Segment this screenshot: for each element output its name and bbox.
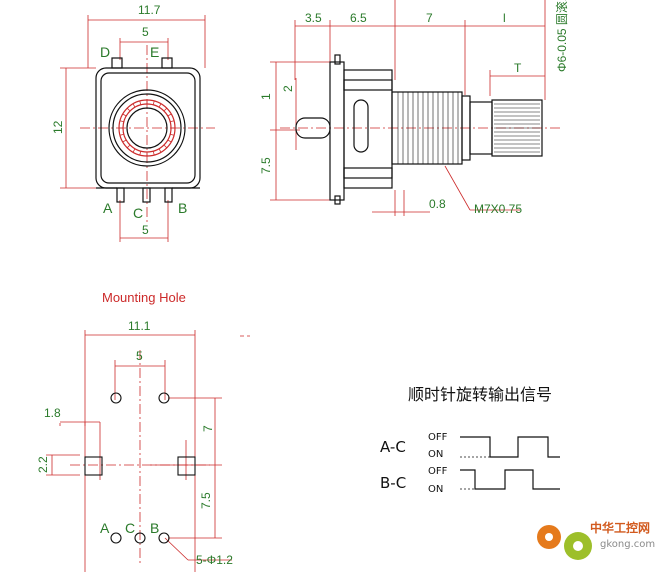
knurl-tick	[158, 103, 162, 108]
mh-dim-width: 11.1	[128, 319, 151, 333]
side-dim-t: T	[514, 61, 522, 75]
watermark-brand: 中华工控网	[590, 520, 650, 535]
knurl-tick	[126, 144, 131, 149]
pin-label-e: E	[150, 44, 159, 60]
pin-label-a: A	[103, 200, 113, 216]
knurl-tick	[170, 133, 175, 136]
signal-diagram: 顺时针旋转输出信号 A-C OFF ON B-C OFF ON	[380, 385, 560, 495]
front-view: 11.7 5 12 5 D E A C B	[51, 3, 215, 242]
side-dim-7: 7	[426, 11, 433, 25]
pin-label-b: B	[178, 200, 187, 216]
front-dim-pin-spacing-bottom: 5	[142, 223, 149, 237]
side-dim-1: 1	[259, 93, 273, 100]
knurl-tick	[167, 113, 172, 117]
mh-pin-label-b: B	[150, 520, 159, 536]
signal-row-ac-off: OFF	[428, 432, 448, 443]
mh-pin-label-c: C	[125, 520, 135, 536]
pin-label-d: D	[100, 44, 110, 60]
knurl-tick	[119, 133, 124, 136]
signal-title: 顺时针旋转输出信号	[408, 385, 552, 404]
mh-dim-pin-spacing: 5	[136, 349, 143, 363]
signal-row-bc-name: B-C	[380, 474, 406, 492]
mounting-hole-title: Mounting Hole	[102, 290, 186, 305]
mh-dim-7-5: 7.5	[199, 492, 213, 509]
side-thread-label: M7X0.75	[474, 202, 522, 216]
knurl-tick	[170, 120, 175, 123]
knurl-tick	[163, 144, 168, 149]
knurl-tick	[167, 139, 172, 143]
mh-dim-offset: 1.8	[44, 406, 61, 420]
side-dim-3-5: 3.5	[305, 11, 322, 25]
waveform-bc	[460, 469, 560, 490]
side-dim-6-5: 6.5	[350, 11, 367, 25]
side-view: 3.5 6.5 7 l T 1 2 7.5 0.8 M7X0.75 Φ6-0.0…	[259, 0, 569, 216]
mh-hole-label: 5-Φ1.2	[196, 553, 233, 567]
knurl-tick	[132, 148, 136, 153]
knurl-tick	[152, 151, 155, 156]
knurl-tick	[122, 113, 127, 117]
knurl-tick	[132, 103, 136, 108]
mounting-hole: Mounting Hole 11.1 5 1.8 2.2 7 7.5 A C B…	[36, 290, 250, 572]
gear-icon	[537, 525, 592, 560]
signal-row-ac-on: ON	[428, 449, 443, 460]
knurl-tick	[126, 107, 131, 112]
signal-row-ac-name: A-C	[380, 438, 406, 456]
side-shaft-label: Φ6-0.05 圆滚181	[554, 0, 569, 72]
watermark-logo: 中华工控网 gkong.com	[537, 520, 655, 560]
front-dim-pin-spacing-top: 5	[142, 25, 149, 39]
signal-row-bc-on: ON	[428, 484, 443, 495]
watermark-url: gkong.com	[600, 539, 655, 550]
signal-row-bc-off: OFF	[428, 466, 448, 477]
front-dim-width: 11.7	[138, 3, 161, 17]
pin-label-c: C	[133, 205, 143, 221]
knurl-tick	[152, 100, 155, 105]
knurl-tick	[139, 151, 142, 156]
side-dim-l: l	[503, 11, 506, 25]
mh-dim-7: 7	[201, 425, 215, 432]
side-dim-7-5: 7.5	[259, 157, 273, 174]
knurl-tick	[139, 100, 142, 105]
knurl-tick	[158, 148, 162, 153]
waveform-ac	[460, 436, 560, 458]
mh-dim-pad: 2.2	[36, 456, 50, 473]
side-dim-flange: 0.8	[429, 197, 446, 211]
knurl-tick	[163, 107, 168, 112]
mh-pin-label-a: A	[100, 520, 110, 536]
knurl-tick	[119, 120, 124, 123]
front-dim-height: 12	[51, 120, 65, 134]
side-dim-2: 2	[281, 85, 295, 92]
knurl-tick	[122, 139, 127, 143]
